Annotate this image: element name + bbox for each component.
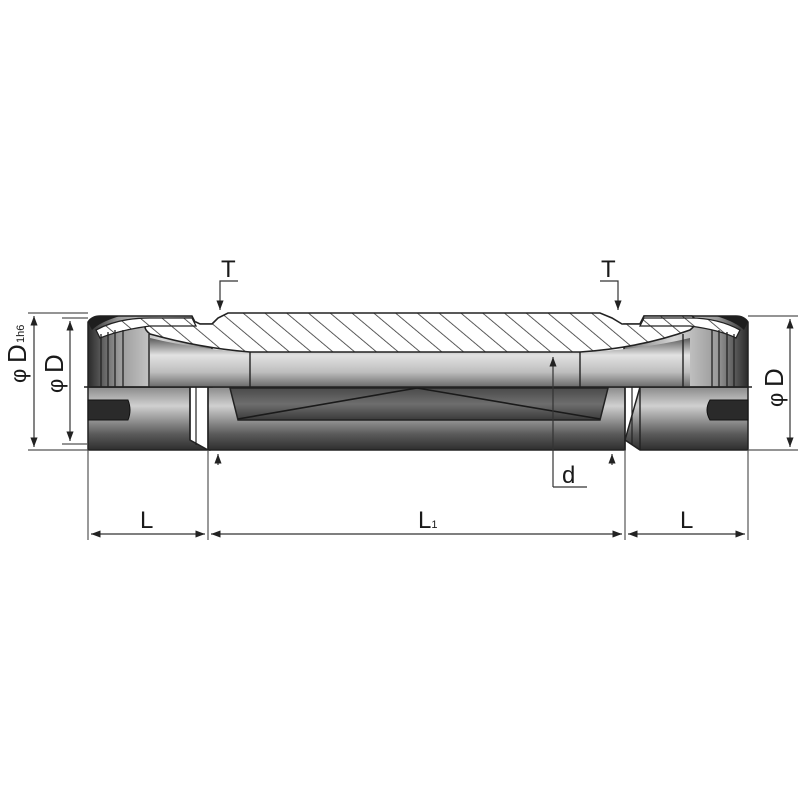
label-phi-d1h6: φ D 1h6: [2, 325, 32, 383]
label-l1-sub: 1: [431, 519, 437, 531]
label-l1-main: L: [418, 507, 431, 534]
phi-symbol: φ: [763, 393, 788, 407]
label-t-right: T: [601, 256, 616, 283]
dimension-lines: [28, 280, 798, 540]
label-l1: L1: [418, 507, 437, 534]
phi-symbol: φ: [6, 369, 31, 383]
upper-body-section: [84, 312, 752, 388]
dimension-labels: T T φ D 1h6 φ D φ D d L L1 L: [2, 256, 789, 534]
label-sub: 1h6: [15, 325, 27, 343]
label-phi-d-left: φ D: [39, 354, 69, 393]
label-l-left: L: [140, 507, 153, 534]
label-main: D: [39, 354, 69, 373]
label-main: D: [2, 344, 32, 363]
lower-body-external: [87, 386, 749, 451]
label-main: D: [759, 368, 789, 387]
label-t-left: T: [221, 256, 236, 283]
label-d: d: [562, 462, 575, 489]
phi-symbol: φ: [43, 379, 68, 393]
label-phi-d-right: φ D: [759, 368, 789, 407]
label-l-right: L: [680, 507, 693, 534]
